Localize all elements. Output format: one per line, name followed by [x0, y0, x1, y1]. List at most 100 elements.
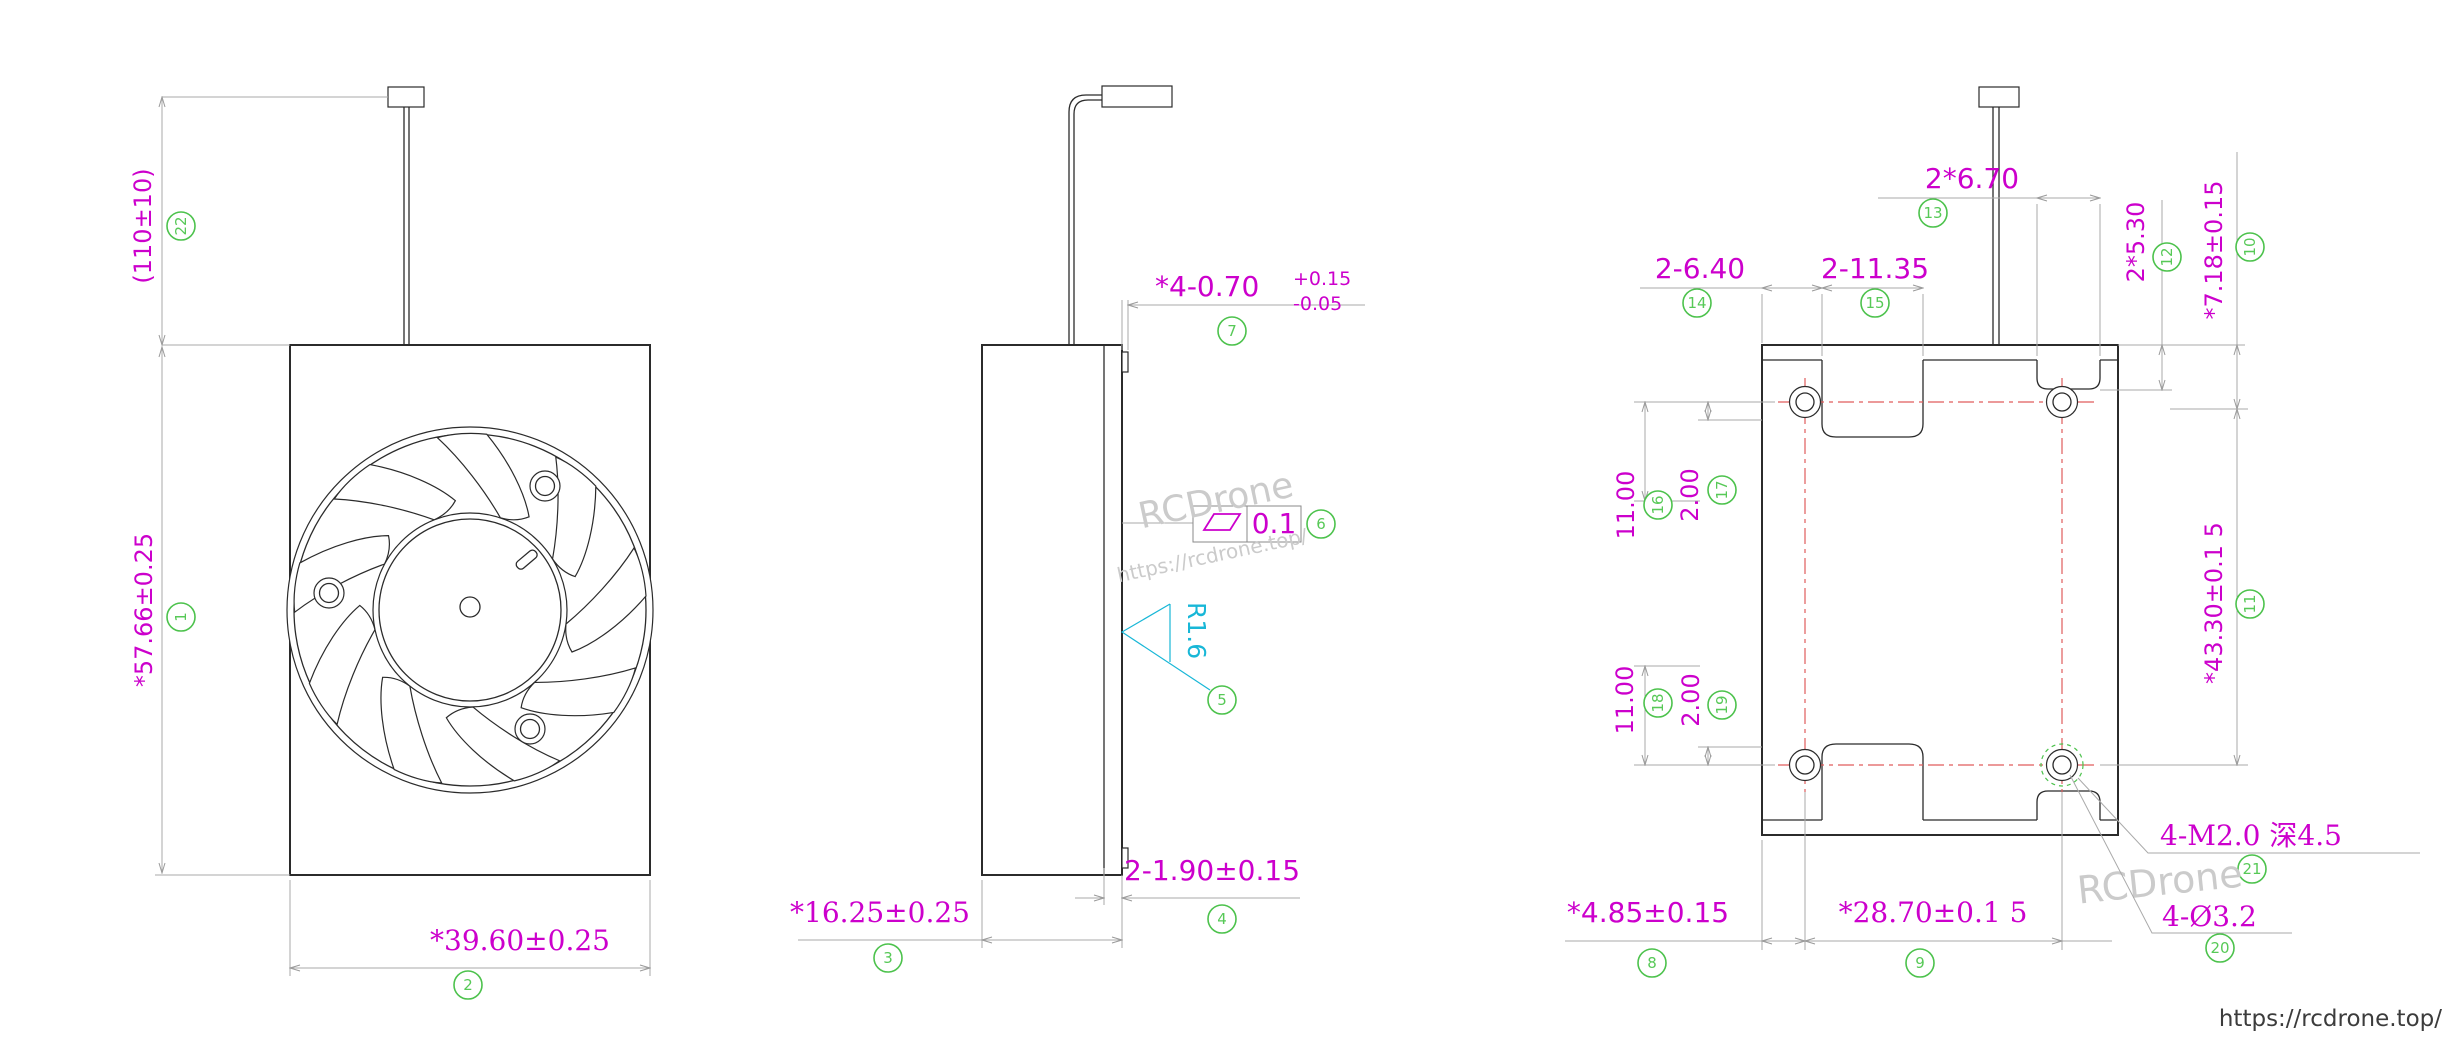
side-rib-bottom [1121, 847, 1129, 869]
balloon-4-number: 4 [1217, 910, 1227, 928]
front-screw-bosses [313, 470, 561, 745]
balloon-16 [1643, 490, 1673, 520]
balloon-15 [1860, 288, 1890, 318]
balloon-14 [1682, 288, 1712, 318]
flatness-callout: 0.1 6 [1122, 505, 1336, 543]
front-connector [387, 86, 425, 108]
dim-label-front-width: *39.60±0.25 [430, 924, 610, 957]
flatness-symbol-icon [1202, 513, 1242, 531]
dim-label-front-height: *57.66±0.25 [130, 533, 158, 687]
balloon-12-number: 12 [2158, 247, 2176, 266]
dim-label-hole-span-v: *43.30±0.1 5 [2200, 522, 2228, 684]
footer-url: https://rcdrone.top/ [2219, 1006, 2442, 1032]
balloon-14-number: 14 [1687, 294, 1706, 312]
front-wire [387, 86, 425, 345]
balloon-2-number: 2 [463, 976, 473, 994]
balloon-21 [2237, 854, 2267, 884]
hole-highlight-circle [2040, 743, 2084, 787]
surface-finish-icon [1120, 603, 1211, 691]
dim-edge-bottom: 2.00 19 [1677, 673, 1762, 765]
dim-slot-top: 2-11.35 15 [1821, 252, 1929, 356]
balloon-6 [1306, 509, 1336, 539]
side-wire [1068, 85, 1173, 345]
side-body-outline [981, 344, 1123, 876]
callout-thread: 4-M2.0 深4.5 21 [2077, 777, 2420, 884]
balloon-3-number: 3 [883, 949, 893, 967]
dim-label-thickness: *16.25±0.25 [790, 896, 970, 929]
balloon-9 [1905, 948, 1935, 978]
balloon-20 [2205, 933, 2235, 963]
back-connector [1978, 86, 2020, 108]
side-rib-top [1121, 351, 1129, 373]
dim-label-slot-top: 2-11.35 [1821, 252, 1929, 285]
balloon-2 [453, 970, 483, 1000]
flatness-value: 0.1 [1252, 507, 1297, 540]
dim-tabs: 2-1.90±0.15 4 [1075, 854, 1300, 948]
balloon-16-number: 16 [1649, 495, 1667, 514]
balloon-11 [2235, 589, 2265, 619]
dim-front-width: *39.60±0.25 2 [290, 880, 650, 1000]
surface-finish-label: R1.6 [1182, 602, 1211, 659]
dim-label-step-depth: 2*5.30 [2122, 202, 2150, 283]
dim-hole-span-v: *43.30±0.1 5 11 [2100, 409, 2265, 765]
side-connector [1101, 85, 1173, 108]
balloon-11-number: 11 [2241, 594, 2259, 613]
dim-hole-span-h: *28.70±0.1 5 9 [1805, 792, 2112, 978]
hub-slot [515, 549, 538, 570]
callout-hole-dia: 4-Ø3.2 20 [2069, 774, 2292, 963]
dim-ribs-tol-minus: -0.05 [1293, 293, 1342, 315]
balloon-22-number: 22 [172, 216, 190, 235]
dim-label-wire-length: (110±10) [129, 168, 157, 283]
dim-label-notch-top: 2*6.70 [1925, 162, 2019, 195]
dim-label-edge-bottom: 2.00 [1677, 673, 1705, 726]
dim-label-edge-top: 2.00 [1676, 468, 1704, 521]
dim-ribs: *4-0.70 +0.15 -0.05 7 [1121, 268, 1365, 350]
fan-hub-inner [378, 518, 562, 702]
dim-front-height: *57.66±0.25 1 [130, 347, 290, 876]
balloon-22 [166, 211, 196, 241]
dim-slot-depth-top: 11.00 16 [1612, 402, 1775, 539]
balloon-5-number: 5 [1217, 691, 1227, 709]
dim-label-slot-depth-bottom: 11.00 [1611, 666, 1639, 735]
dim-wire-length: (110±10) 22 [129, 97, 388, 345]
dim-label-slot-depth-top: 11.00 [1612, 471, 1640, 540]
dim-hole-edge: *4.85±0.15 8 [1565, 792, 1805, 978]
balloon-13-number: 13 [1923, 204, 1942, 222]
balloon-17 [1707, 475, 1737, 505]
dim-notch-top: 2*6.70 13 [1878, 162, 2100, 356]
balloon-20-number: 20 [2210, 939, 2229, 957]
dim-wire-offset: *7.18±0.15 10 [2170, 152, 2265, 409]
balloon-6-number: 6 [1316, 515, 1326, 533]
dim-label-slot-left: 2-6.40 [1655, 252, 1745, 285]
balloon-18 [1643, 688, 1673, 718]
balloon-8 [1637, 948, 1667, 978]
surface-finish-callout: R1.6 5 [1120, 602, 1237, 715]
balloon-5 [1207, 685, 1237, 715]
dim-label-ribs: *4-0.70 [1155, 270, 1259, 303]
balloon-7-number: 7 [1227, 322, 1237, 340]
balloon-1 [166, 602, 196, 632]
balloon-10 [2235, 232, 2265, 262]
fan-hub-outer [372, 512, 568, 708]
balloon-19-number: 19 [1713, 695, 1731, 714]
balloon-8-number: 8 [1647, 954, 1657, 972]
balloon-17-number: 17 [1713, 480, 1731, 499]
dim-ribs-tol-plus: +0.15 [1293, 268, 1351, 290]
balloon-3 [873, 943, 903, 973]
dim-edge-top: 2.00 17 [1676, 402, 1762, 522]
dim-step-depth: 2*5.30 12 [2100, 200, 2245, 390]
dim-label-hole-edge: *4.85±0.15 [1567, 896, 1729, 929]
callout-hole-dia-label: 4-Ø3.2 [2162, 900, 2257, 933]
side-view: *4-0.70 +0.15 -0.05 7 0.1 6 RCDrone http… [790, 85, 1365, 973]
balloon-13 [1918, 198, 1948, 228]
balloon-10-number: 10 [2241, 237, 2259, 256]
balloon-21-number: 21 [2242, 860, 2261, 878]
dim-slot-depth-bottom: 11.00 18 [1611, 666, 1775, 765]
balloon-19 [1707, 690, 1737, 720]
dim-label-tabs: 2-1.90±0.15 [1124, 854, 1300, 887]
front-view: (110±10) 22 *57.66±0.25 1 *39.60±0.25 2 [129, 86, 654, 1000]
balloon-12 [2152, 242, 2182, 272]
centerlines [1778, 378, 2098, 792]
